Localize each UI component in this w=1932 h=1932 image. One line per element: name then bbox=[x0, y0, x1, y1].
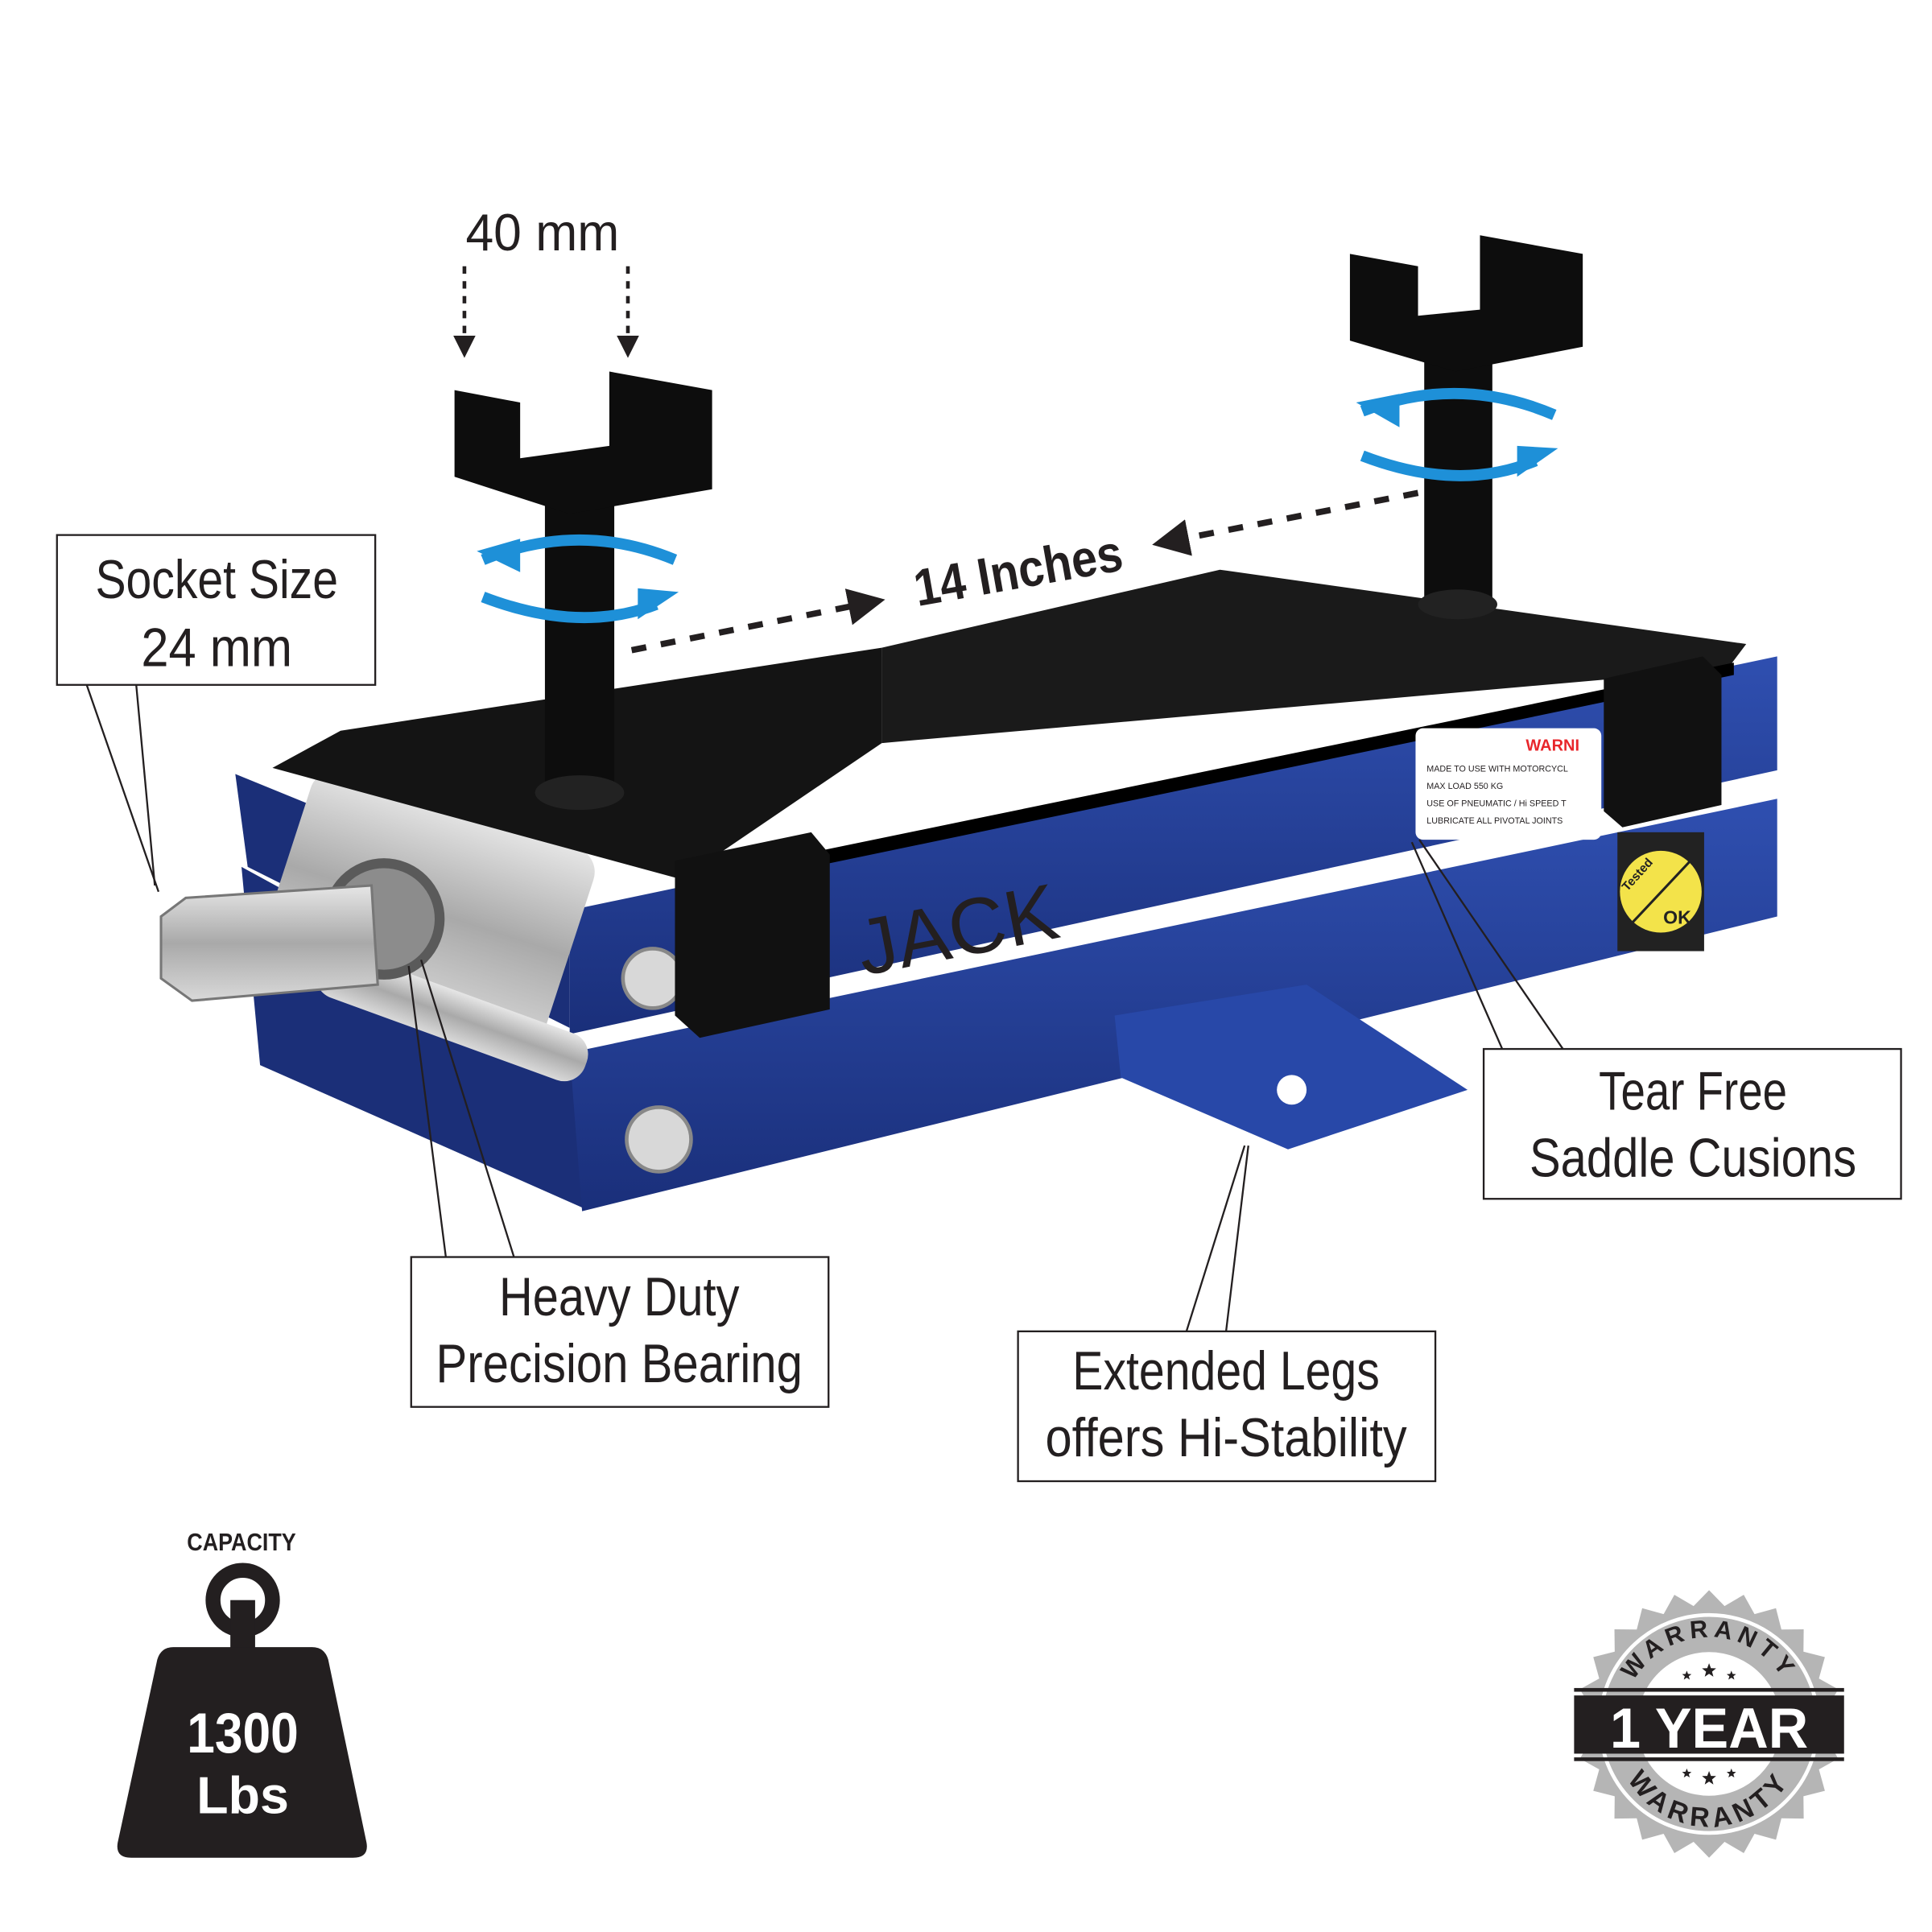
callout-text: Tear Free bbox=[1599, 1061, 1787, 1121]
warning-line: USE OF PNEUMATIC / Hi SPEED T bbox=[1426, 799, 1567, 809]
saddle-right bbox=[1349, 235, 1583, 372]
top-plate-right bbox=[881, 569, 1747, 744]
post-left bbox=[544, 502, 615, 799]
saddle-strap-left bbox=[675, 832, 830, 1038]
post-left-base bbox=[535, 775, 625, 811]
sticker-bottom-text: OK bbox=[1663, 907, 1691, 928]
lower-rod bbox=[316, 949, 588, 1082]
warranty-main-text: 1 YEAR bbox=[1610, 1696, 1808, 1760]
capacity-label: CAPACITY bbox=[187, 1528, 296, 1556]
motorcycle-jack: JACK WARNI MADE TO USE WITH MOTORCYCL MA… bbox=[159, 235, 1777, 1212]
warning-line: MAX LOAD 550 KG bbox=[1426, 782, 1503, 791]
star-icon bbox=[1682, 1663, 1736, 1785]
rotation-arrow-right-icon bbox=[1356, 387, 1558, 481]
callout-saddle: Tear Free Saddle Cusions bbox=[1410, 839, 1902, 1200]
capacity-value: 1300 bbox=[187, 1701, 298, 1765]
top-plate-front bbox=[681, 663, 1734, 894]
callout-text: Precision Bearing bbox=[436, 1334, 803, 1394]
callout-text: 24 mm bbox=[141, 618, 292, 679]
foot-hole bbox=[1277, 1075, 1307, 1105]
saddle-strap-right bbox=[1604, 656, 1722, 828]
length-arrow-left-icon bbox=[630, 588, 886, 654]
saddle-left bbox=[454, 371, 712, 514]
lower-bolt bbox=[625, 1105, 693, 1174]
capacity-weight-icon: CAPACITY 1300 Lbs bbox=[117, 1528, 367, 1858]
warning-line: MADE TO USE WITH MOTORCYCL bbox=[1426, 764, 1568, 774]
foot-plate bbox=[1114, 985, 1468, 1150]
callout-text: Extended Legs bbox=[1072, 1341, 1380, 1402]
rotation-arrow-left-icon bbox=[477, 534, 679, 624]
callout-text: Socket Size bbox=[95, 550, 338, 610]
length-arrow-right-icon bbox=[1152, 489, 1419, 556]
tested-sticker: Tested OK bbox=[1617, 832, 1704, 952]
warning-label: WARNI MADE TO USE WITH MOTORCYCL MAX LOA… bbox=[1415, 728, 1602, 840]
callout-bearing: Heavy Duty Precision Bearing bbox=[407, 959, 830, 1408]
warranty-badge: WARRANTY WARRANTY 1 YEAR bbox=[1574, 1590, 1844, 1858]
callout-text: offers Hi-Stability bbox=[1045, 1408, 1406, 1468]
upper-bolt bbox=[621, 947, 685, 1010]
capacity-unit: Lbs bbox=[196, 1766, 289, 1824]
width-dimension-label: 40 mm bbox=[465, 204, 619, 262]
callout-text: Heavy Duty bbox=[499, 1267, 740, 1327]
warning-line: LUBRICATE ALL PIVOTAL JOINTS bbox=[1426, 816, 1563, 826]
callout-socket: Socket Size 24 mm bbox=[56, 534, 377, 893]
hex-shaft bbox=[159, 884, 379, 1002]
lower-beam bbox=[569, 799, 1777, 1212]
callout-legs: Extended Legs offers Hi-Stability bbox=[1017, 1145, 1437, 1483]
callout-text: Saddle Cusions bbox=[1530, 1129, 1856, 1189]
warning-title: WARNI bbox=[1525, 737, 1579, 754]
post-right-base bbox=[1418, 589, 1497, 620]
